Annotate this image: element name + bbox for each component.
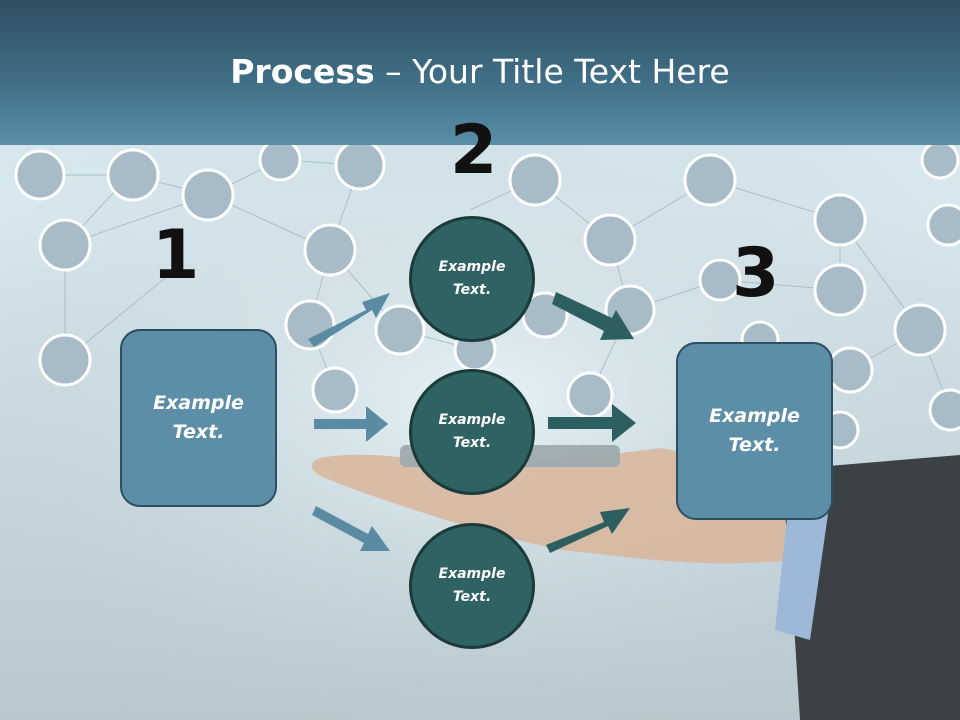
circle-top[interactable]: Example Text. (409, 216, 535, 342)
right-box[interactable]: Example Text. (676, 342, 833, 520)
left-box-text: Example Text. (153, 392, 244, 443)
step-number-1: 1 (152, 216, 200, 295)
left-box[interactable]: Example Text. (120, 329, 277, 507)
title-bold: Process (230, 52, 375, 91)
title-rest: – Your Title Text Here (374, 52, 730, 91)
circle-bottom-text: Example Text. (438, 566, 506, 605)
title-bar (0, 0, 960, 145)
arrow-top-to-right (552, 292, 634, 340)
step-number-3: 3 (732, 234, 780, 313)
circle-bottom[interactable]: Example Text. (409, 523, 535, 649)
right-box-text: Example Text. (709, 405, 800, 456)
slide-title: Process – Your Title Text Here (0, 52, 960, 91)
arrow-left-to-middle (314, 406, 388, 442)
arrow-left-to-top (308, 293, 390, 347)
arrow-bottom-to-right (546, 508, 630, 553)
arrow-left-to-bottom (312, 506, 390, 551)
circle-top-text: Example Text. (438, 259, 506, 298)
arrow-middle-to-right (548, 404, 636, 442)
step-number-2: 2 (450, 111, 498, 190)
circle-middle-text: Example Text. (438, 412, 506, 451)
circle-middle[interactable]: Example Text. (409, 369, 535, 495)
